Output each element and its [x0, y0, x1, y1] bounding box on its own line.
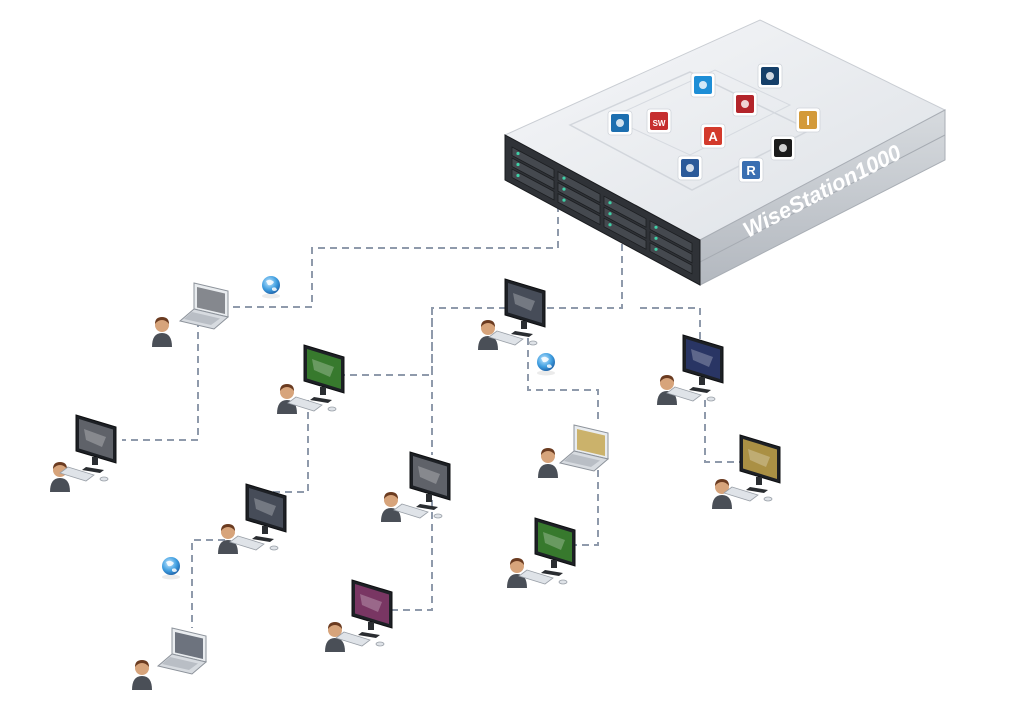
- keyboard: [59, 466, 95, 482]
- inventor-icon: I: [795, 107, 821, 133]
- mouse: [558, 579, 568, 585]
- connector-line: [640, 307, 701, 345]
- user-avatar: [538, 448, 558, 478]
- connector-line: [527, 338, 599, 420]
- mouse: [269, 545, 279, 551]
- user-avatar: [478, 320, 498, 350]
- desktop-monitor: [518, 517, 576, 585]
- user-avatar: [50, 462, 70, 492]
- circles-app-icon: [732, 91, 758, 117]
- user-avatar: [712, 479, 732, 509]
- globe-app-icon: [677, 155, 703, 181]
- desktop-monitor: [723, 434, 781, 502]
- connector-line: [340, 220, 623, 376]
- connector-line: [704, 400, 742, 463]
- drive-bay: [511, 168, 555, 201]
- drive-bay: [649, 242, 693, 275]
- drive-bay: [603, 195, 647, 228]
- drive-bay: [557, 181, 601, 215]
- mouse: [327, 406, 337, 412]
- mouse: [528, 340, 538, 346]
- client-devices: [50, 276, 781, 690]
- server-app-icons: SW A I R: [607, 63, 821, 183]
- internet-globe-icon: [262, 276, 280, 299]
- autocad-icon: A: [700, 123, 726, 149]
- desktop-monitor: [666, 334, 724, 402]
- keyboard: [488, 330, 524, 346]
- laptop: [178, 282, 230, 330]
- solidworks-icon: SW: [646, 108, 672, 134]
- connector-line: [230, 205, 559, 308]
- keyboard: [723, 486, 759, 502]
- internet-globe-icon: [537, 353, 555, 376]
- desktop-monitor: [393, 451, 451, 519]
- keyboard: [287, 396, 323, 412]
- svg-text:SW: SW: [653, 119, 666, 128]
- mouse: [763, 496, 773, 502]
- svg-text:A: A: [708, 129, 718, 144]
- keyboard: [229, 535, 265, 551]
- mouse: [375, 641, 385, 647]
- laptop: [558, 424, 610, 472]
- connector-line: [392, 500, 433, 611]
- drive-bays: [511, 146, 693, 275]
- drive-bay: [603, 206, 647, 239]
- keyboard: [518, 569, 554, 585]
- mouse: [433, 513, 443, 519]
- connector-line: [122, 320, 199, 441]
- user-avatar: [152, 317, 172, 347]
- keyboard: [335, 631, 371, 647]
- internet-globe-icon: [162, 557, 180, 580]
- laptop: [156, 627, 208, 675]
- drive-bay: [649, 231, 693, 264]
- desktop-monitor: [59, 414, 117, 482]
- svg-text:I: I: [806, 113, 810, 128]
- connector-lines: [122, 205, 742, 628]
- drive-bay: [603, 217, 647, 250]
- keyboard: [393, 503, 429, 519]
- catia-icon: [770, 135, 796, 161]
- autodesk-maya-icon: [607, 110, 633, 136]
- drive-bay: [511, 157, 555, 190]
- revit-icon: R: [738, 157, 764, 183]
- svg-text:R: R: [746, 163, 756, 178]
- user-avatar: [325, 622, 345, 652]
- connector-line: [272, 400, 309, 493]
- desktop-monitor: [287, 344, 345, 412]
- drive-bay: [557, 170, 601, 204]
- user-avatar: [132, 660, 152, 690]
- user-avatar: [218, 524, 238, 554]
- mouse: [99, 476, 109, 482]
- drive-bay: [649, 220, 693, 253]
- user-avatar: [381, 492, 401, 522]
- blue-square-app-icon: [690, 72, 716, 98]
- drive-bay: [557, 192, 601, 226]
- drive-bay: [511, 146, 555, 179]
- connector-line: [570, 470, 599, 546]
- network-cross-app-icon: [757, 63, 783, 89]
- user-avatar: [507, 558, 527, 588]
- desktop-monitor: [335, 579, 393, 647]
- mouse: [706, 396, 716, 402]
- desktop-monitor: [229, 483, 287, 551]
- keyboard: [666, 386, 702, 402]
- desktop-monitor: [488, 278, 546, 346]
